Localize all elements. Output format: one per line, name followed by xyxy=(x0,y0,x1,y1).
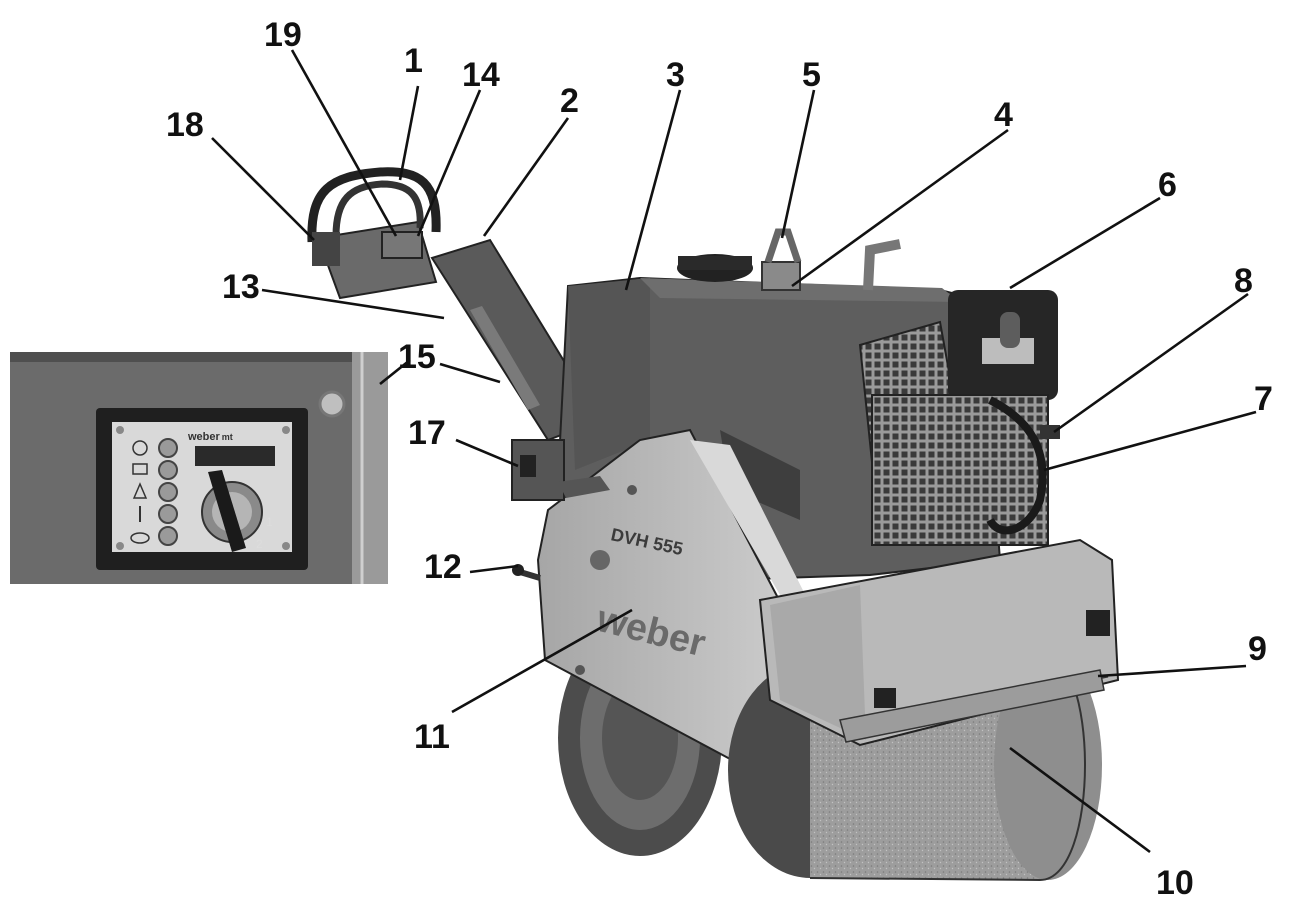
mounting-screw-icon xyxy=(318,390,346,418)
handle-grip-bar xyxy=(558,476,610,498)
callout-2: 2 xyxy=(560,82,579,120)
leader-line-11 xyxy=(451,608,633,714)
leader-line-5 xyxy=(780,89,816,239)
callout-19: 19 xyxy=(264,16,302,54)
callout-18: 18 xyxy=(166,106,204,144)
oil-pressure-icon xyxy=(132,482,148,499)
front-chassis xyxy=(758,538,1120,747)
switch-position-2: 2 xyxy=(256,537,263,551)
leader-line-14 xyxy=(416,89,482,237)
vibratory-roller: DVH 555 weber mt xyxy=(307,167,1120,882)
callout-13: 13 xyxy=(222,268,260,306)
leader-lines xyxy=(211,49,1257,854)
callout-11: 11 xyxy=(414,718,450,756)
leader-line-10 xyxy=(1009,746,1151,854)
callout-15: 15 xyxy=(398,338,436,376)
callout-4: 4 xyxy=(994,96,1013,134)
indicator-lamps xyxy=(158,438,178,546)
leader-line-13 xyxy=(261,288,445,320)
callout-8: 8 xyxy=(1234,262,1253,300)
leader-line-1 xyxy=(398,85,420,181)
indicator-lamp-icon xyxy=(158,438,178,458)
indicator-lamp-icon xyxy=(158,460,178,480)
ignition-key-switch xyxy=(201,470,263,552)
callout-6: 6 xyxy=(1158,166,1177,204)
indicator-lamp-icon xyxy=(158,504,178,524)
callout-14: 14 xyxy=(462,56,500,94)
guide-handle xyxy=(307,167,602,442)
engine xyxy=(871,290,1060,546)
leader-line-3 xyxy=(624,89,682,291)
leader-line-19 xyxy=(290,49,398,237)
reverse-lever-housing xyxy=(511,439,565,501)
leader-line-18 xyxy=(211,137,315,241)
callout-3: 3 xyxy=(666,56,685,94)
callout-17: 17 xyxy=(408,414,446,452)
indicator-lamp-icon xyxy=(158,526,178,546)
leader-line-2 xyxy=(482,117,570,237)
callout-1: 1 xyxy=(404,42,423,80)
leader-line-8 xyxy=(1053,292,1249,434)
callout-5: 5 xyxy=(802,56,821,94)
leader-line-9 xyxy=(1097,664,1247,678)
callout-7: 7 xyxy=(1254,380,1273,418)
air-filter-icon xyxy=(130,532,150,544)
leader-line-4 xyxy=(791,128,1009,288)
callout-numbers: 19 1 14 2 3 5 4 6 8 7 18 13 15 17 12 11 … xyxy=(166,16,1273,900)
switch-position-1: 1 xyxy=(266,515,273,529)
warning-symbols xyxy=(130,440,150,544)
glow-plug-icon xyxy=(132,440,148,456)
leader-line-15 xyxy=(439,362,501,384)
callout-9: 9 xyxy=(1248,630,1267,668)
leader-line-7 xyxy=(1043,410,1257,472)
hour-meter-display xyxy=(195,446,275,466)
callout-10: 10 xyxy=(1156,864,1194,900)
callout-12: 12 xyxy=(424,548,462,586)
ignition-key-icon xyxy=(208,470,246,552)
indicator-lamp-icon xyxy=(158,482,178,502)
leader-line-12 xyxy=(469,564,519,574)
battery-icon xyxy=(132,463,148,475)
leader-line-15-inset xyxy=(379,358,411,386)
leader-line-6 xyxy=(1009,196,1161,290)
leader-line-17 xyxy=(455,438,519,468)
